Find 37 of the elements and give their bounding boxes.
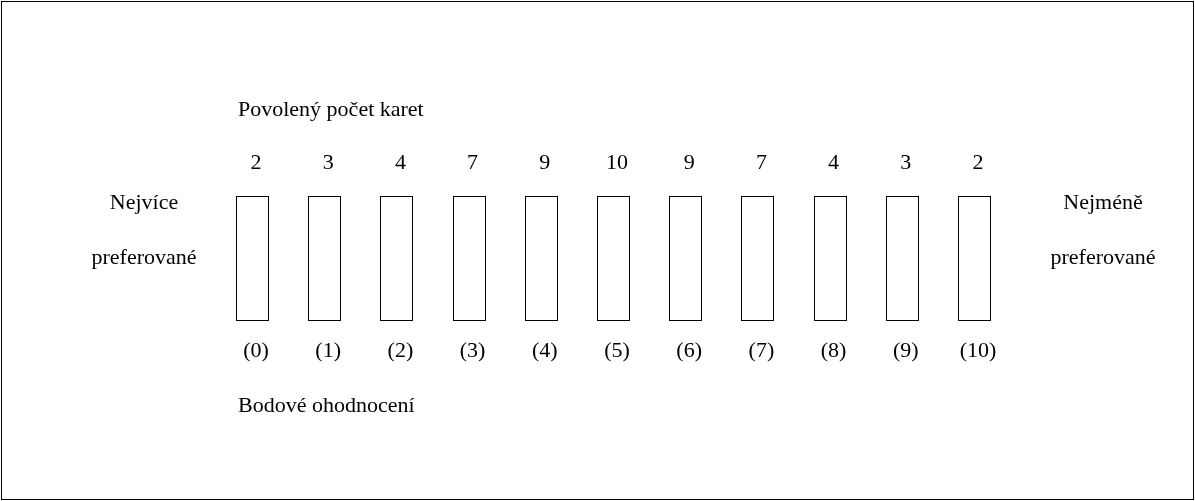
text-label: Nejvíce preferované xyxy=(90,188,198,271)
text-label: Nejméně preferované xyxy=(1049,188,1157,271)
count-label: 2 xyxy=(972,149,984,175)
empty-card-slot xyxy=(813,196,847,321)
empty-card-slot xyxy=(524,196,558,321)
empty-card-slot xyxy=(597,196,630,321)
score-label: (4) xyxy=(531,337,558,363)
empty-card-slot xyxy=(236,196,269,321)
empty-card-slot xyxy=(669,196,703,321)
score-label: (7) xyxy=(748,337,775,363)
empty-card-slot xyxy=(308,196,342,321)
score-label: (6) xyxy=(676,337,702,363)
count-label: 9 xyxy=(539,149,551,175)
empty-card-slot xyxy=(885,196,919,321)
count-label: 2 xyxy=(250,149,262,175)
empty-card-slot xyxy=(741,196,775,321)
empty-card-slot xyxy=(958,196,991,321)
score-label: (10) xyxy=(959,337,997,363)
score-label: (0) xyxy=(243,337,269,363)
score-label: (2) xyxy=(387,337,414,363)
text-label: Povolený počet karet xyxy=(238,96,424,122)
score-label: (5) xyxy=(604,337,630,363)
count-label: 3 xyxy=(322,149,334,175)
count-label: 7 xyxy=(755,149,767,175)
score-label: (8) xyxy=(820,337,847,363)
empty-card-slot xyxy=(452,196,486,321)
score-label: (3) xyxy=(459,337,486,363)
text-label: Bodové ohodnocení xyxy=(238,392,415,418)
count-label: 10 xyxy=(606,149,628,175)
count-label: 7 xyxy=(467,149,479,175)
score-label: (9) xyxy=(892,337,919,363)
count-label: 9 xyxy=(683,149,695,175)
empty-card-slot xyxy=(380,196,414,321)
score-label: (1) xyxy=(315,337,341,363)
count-label: 4 xyxy=(394,149,406,175)
count-label: 4 xyxy=(828,149,840,175)
count-label: 3 xyxy=(900,149,912,175)
